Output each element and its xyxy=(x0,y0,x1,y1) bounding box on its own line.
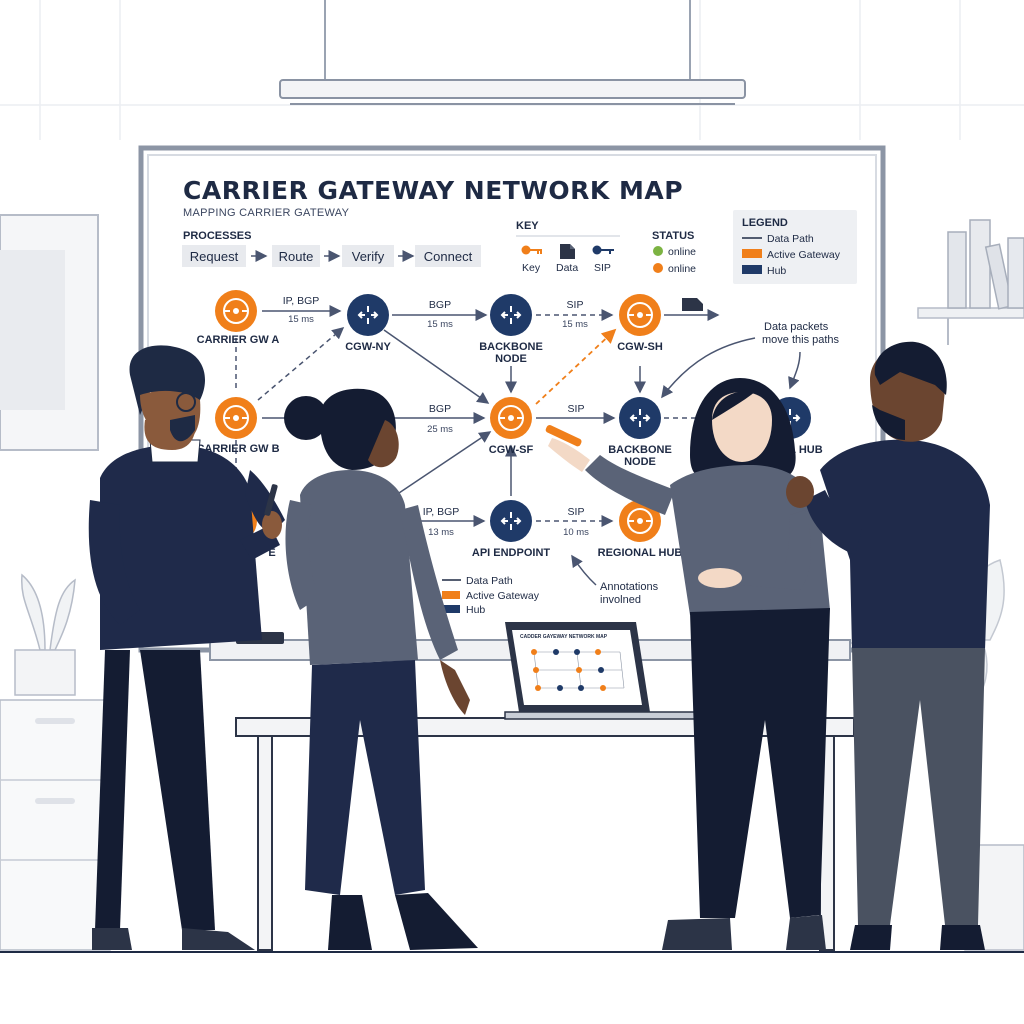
filing-cabinet xyxy=(0,699,111,951)
process-step-route: Route xyxy=(279,249,314,264)
wall-shelf-books xyxy=(917,219,1024,345)
annotation-invol-1: Annotations xyxy=(600,581,659,593)
lower-legend-active: Active Gateway xyxy=(466,590,540,602)
edge-b-ny xyxy=(257,327,345,401)
annotation-packets-1: Data packets xyxy=(764,321,829,333)
edge-label: BGP xyxy=(429,403,451,415)
legend-orange-swatch xyxy=(742,249,762,258)
edge-sf-sh-active xyxy=(535,328,617,405)
process-step-bg xyxy=(272,245,320,267)
annotation-invol-2: involned xyxy=(600,594,641,606)
process-step-bg xyxy=(415,245,481,267)
potted-plant-left xyxy=(14,573,76,696)
document-icon xyxy=(560,244,575,259)
hub-node-icon xyxy=(618,396,662,440)
node-label-api-endpoint: API ENDPOINT xyxy=(472,547,551,559)
process-flow: Request Route Verify Connect xyxy=(182,245,481,267)
wall-picture-frame xyxy=(0,214,99,451)
key-label-key: Key xyxy=(522,262,541,274)
laptop-mini-map xyxy=(531,649,625,691)
board-title: CARRIER GATEWAY NETWORK MAP xyxy=(183,176,683,205)
process-step-bg xyxy=(182,245,246,267)
annotation-arrow xyxy=(788,351,801,390)
process-step-bg xyxy=(342,245,394,267)
processes-heading: PROCESSES xyxy=(183,230,251,242)
process-step-verify: Verify xyxy=(352,249,385,264)
process-step-connect: Connect xyxy=(424,249,473,264)
laptop[interactable]: CADDER GAYEWAY NETWORK MAP xyxy=(504,622,701,720)
node-label-partial: E xyxy=(268,547,275,559)
sip-key-icon xyxy=(592,245,614,255)
hub-node-icon xyxy=(489,293,533,337)
legend-navy-swatch xyxy=(742,265,762,274)
edge-label: SIP xyxy=(568,403,585,415)
legend-heading: LEGEND xyxy=(742,217,788,229)
person-left-man xyxy=(88,345,285,950)
key-label-sip: SIP xyxy=(594,262,611,274)
lower-legend-data-path: Data Path xyxy=(466,575,513,587)
edge-labels: IP, BGP 15 ms BGP 15 ms SIP 15 ms BGP 25… xyxy=(283,295,589,538)
node-label-cgw-ny: CGW-NY xyxy=(345,341,391,353)
node-label-backbone-2b: NODE xyxy=(624,456,656,468)
edge-label: BGP xyxy=(429,299,451,311)
status-online-2: online xyxy=(668,263,696,275)
node-label-carrier-gw-a: CARRIER GW A xyxy=(197,334,280,346)
edge-latency: 15 ms xyxy=(427,319,453,330)
person-right-man xyxy=(786,341,990,950)
edge-latency: 25 ms xyxy=(427,424,453,435)
network-nodes: CARRIER GW A CARRIER GW B E CGW-NY BACKB… xyxy=(196,289,823,559)
node-label-cgw-sf: CGW-SF xyxy=(489,444,534,456)
status-section: STATUS online online xyxy=(652,230,696,275)
hub-node-icon xyxy=(489,499,533,543)
edge-label: IP, BGP xyxy=(283,295,320,307)
legend-active-gateway: Active Gateway xyxy=(767,249,841,261)
edge-latency: 15 ms xyxy=(288,314,314,325)
edge-label: IP, BGP xyxy=(423,506,460,518)
legend-data-path: Data Path xyxy=(767,233,814,245)
edge-c-sf xyxy=(395,431,492,496)
node-label-backbone-1b: NODE xyxy=(495,353,527,365)
edge-latency: 15 ms xyxy=(562,319,588,330)
gateway-node-icon xyxy=(214,396,258,440)
hub-node-icon xyxy=(346,293,390,337)
gateway-node-icon xyxy=(214,289,258,333)
key-section: KEY Key Data SIP xyxy=(516,220,620,274)
edge-latency: 10 ms xyxy=(563,527,589,538)
annotation-arrow xyxy=(661,337,756,399)
ceiling-lamp xyxy=(279,0,746,105)
lower-legend-hub: Hub xyxy=(466,604,485,616)
node-label-backbone-2a: BACKBONE xyxy=(608,444,672,456)
key-label-data: Data xyxy=(556,262,578,274)
edge-label: SIP xyxy=(567,299,584,311)
key-heading: KEY xyxy=(516,220,539,232)
edge-latency: 13 ms xyxy=(428,527,454,538)
network-edges xyxy=(230,305,801,586)
lower-legend: Data Path Active Gateway Hub xyxy=(442,575,540,616)
legend-box: LEGEND Data Path Active Gateway Hub xyxy=(733,210,857,284)
edge-ny-sf xyxy=(383,329,490,404)
status-dot-green xyxy=(653,246,663,256)
gateway-node-icon xyxy=(618,293,662,337)
process-step-request: Request xyxy=(190,249,239,264)
laptop-screen-title: CADDER GAYEWAY NETWORK MAP xyxy=(520,634,608,640)
annotation-arrow xyxy=(571,554,597,586)
status-heading: STATUS xyxy=(652,230,694,242)
status-online-1: online xyxy=(668,246,696,258)
legend-hub: Hub xyxy=(767,265,786,277)
node-label-cgw-sh: CGW-SH xyxy=(617,341,663,353)
node-label-carrier-gw-b: CARRIER GW B xyxy=(196,443,279,455)
status-dot-orange xyxy=(653,263,663,273)
board-subtitle: MAPPING CARRIER GATEWAY xyxy=(183,207,350,219)
document-node-icon xyxy=(682,298,703,311)
person-woman-bun xyxy=(284,388,478,950)
annotation-packets-2: move this paths xyxy=(762,334,840,346)
key-icon xyxy=(521,245,542,255)
node-label-backbone-1a: BACKBONE xyxy=(479,341,543,353)
gateway-node-icon-active xyxy=(489,396,533,440)
edge-label: SIP xyxy=(568,506,585,518)
node-label-regional-hub: REGIONAL HUB xyxy=(598,547,683,559)
